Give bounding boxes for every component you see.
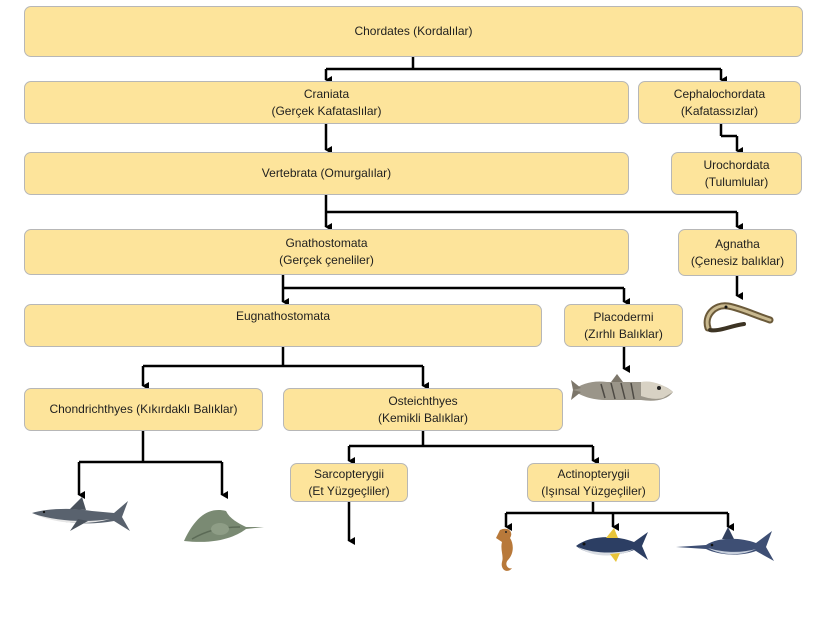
node-sublabel: (Gerçek Kafataslılar) [271, 103, 382, 118]
node-sublabel: (Kemikli Balıklar) [377, 410, 468, 425]
node-sublabel: (Zırhlı Balıklar) [584, 326, 663, 341]
node-label: Chordates (Kordalılar) [354, 24, 473, 38]
node-label: Urochordata [703, 157, 770, 172]
lamprey-image [703, 302, 774, 333]
node-craniata: Craniata (Gerçek Kafataslılar) [24, 81, 629, 124]
node-label: Chondrichthyes (Kıkırdaklı Balıklar) [49, 402, 238, 416]
node-label: Actinopterygii [557, 466, 630, 481]
node-chondrichthyes: Chondrichthyes (Kıkırdaklı Balıklar) [24, 388, 263, 431]
node-sublabel: (Gerçek çeneliler) [279, 253, 374, 267]
node-osteichthyes: Osteichthyes (Kemikli Balıklar) [283, 388, 563, 431]
node-vertebrata: Vertebrata (Omurgalılar) [24, 152, 629, 195]
swordfish-image [676, 527, 774, 561]
node-sarcopterygii: Sarcopterygii (Et Yüzgeçliler) [290, 463, 408, 502]
node-eugnathostomata: Eugnathostomata [24, 304, 542, 347]
node-gnathostomata: Gnathostomata (Gerçek çeneliler) [24, 229, 629, 275]
tuna-image [576, 528, 648, 562]
node-label: Vertebrata (Omurgalılar) [261, 166, 392, 180]
node-sublabel: (Çenesiz balıklar) [690, 253, 785, 268]
node-urochordata: Urochordata (Tulumlular) [671, 152, 802, 195]
node-label: Osteichthyes [388, 393, 458, 408]
node-placodermi: Placodermi (Zırhlı Balıklar) [564, 304, 683, 347]
node-chordates: Chordates (Kordalılar) [24, 6, 803, 57]
node-label: Craniata [303, 86, 350, 101]
node-label: Eugnathostomata [235, 309, 331, 323]
node-label: Gnathostomata [285, 236, 368, 250]
placoderm-image [571, 374, 673, 401]
shark-image [32, 497, 130, 531]
node-agnatha: Agnatha (Çenesiz balıklar) [678, 229, 797, 276]
node-sublabel: (Kafatassızlar) [680, 103, 759, 118]
node-label: Placodermi [593, 309, 654, 324]
node-sublabel: (Işınsal Yüzgeçliler) [541, 483, 646, 498]
node-actinopterygii: Actinopterygii (Işınsal Yüzgeçliler) [527, 463, 660, 502]
node-label: Agnatha [715, 236, 760, 251]
node-cephalochordata: Cephalochordata (Kafatassızlar) [638, 81, 801, 124]
node-label: Cephalochordata [673, 86, 766, 101]
seahorse-image [496, 528, 513, 571]
node-sublabel: (Tulumlular) [704, 174, 769, 189]
ray-image [184, 510, 264, 542]
node-label: Sarcopterygii [313, 466, 385, 481]
node-sublabel: (Et Yüzgeçliler) [308, 483, 390, 498]
